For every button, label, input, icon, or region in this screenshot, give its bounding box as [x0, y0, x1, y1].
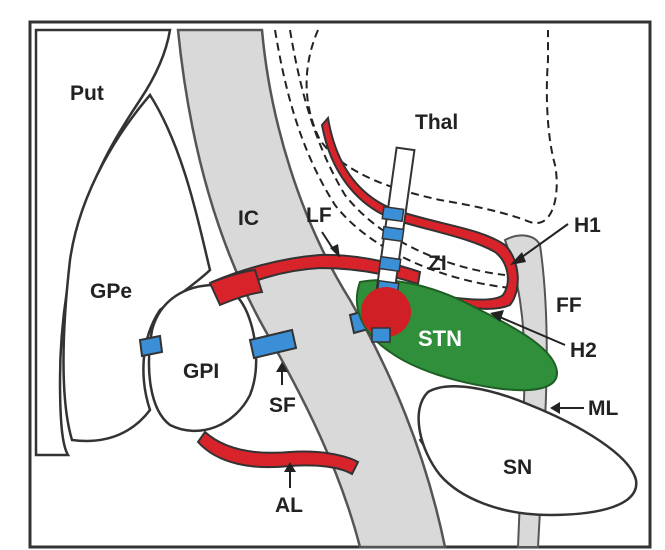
electrode-contact-2	[382, 227, 403, 242]
label-h2: H2	[570, 339, 597, 362]
sf-blue-pathway-left	[140, 336, 162, 356]
electrode-contact-1	[382, 207, 403, 222]
label-gpe: GPe	[90, 280, 132, 303]
label-gpi: GPI	[183, 360, 219, 383]
label-lf: LF	[306, 204, 332, 227]
label-al: AL	[275, 494, 303, 517]
label-ff: FF	[556, 294, 582, 317]
electrode-contact-5	[372, 328, 390, 342]
label-sn: SN	[503, 456, 532, 479]
label-stn: STN	[418, 326, 462, 351]
label-ml: ML	[588, 397, 618, 420]
label-thal: Thal	[415, 111, 458, 134]
label-sf: SF	[269, 394, 296, 417]
label-zi: ZI	[428, 252, 447, 275]
electrode-contact-3	[379, 257, 400, 272]
label-put: Put	[70, 82, 104, 105]
gpi-region	[149, 285, 256, 431]
label-h1: H1	[574, 214, 601, 237]
label-ic: IC	[238, 207, 259, 230]
